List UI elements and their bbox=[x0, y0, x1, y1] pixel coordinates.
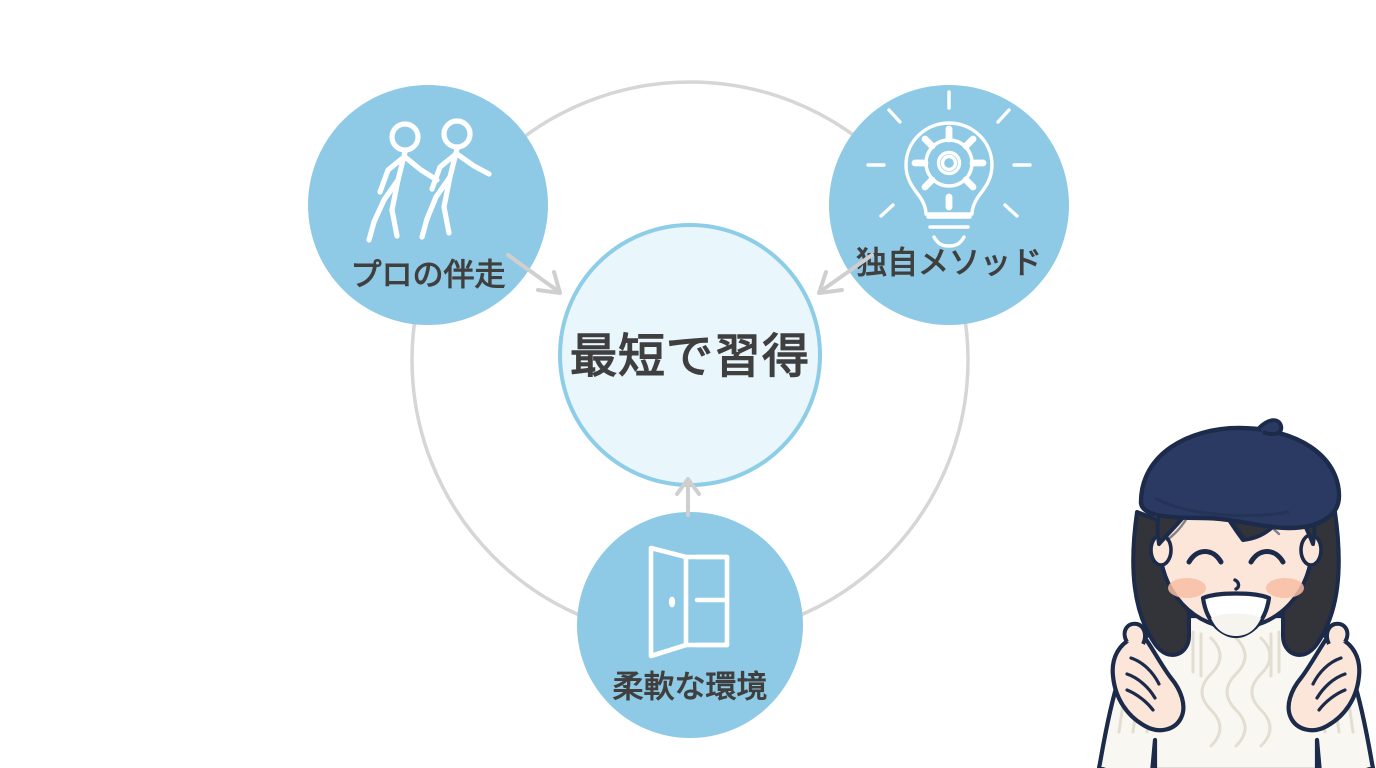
character-face-features bbox=[1168, 549, 1304, 639]
open-door-icon bbox=[648, 545, 730, 659]
arrow-pro-to-center bbox=[506, 253, 562, 295]
arrow-method-to-center bbox=[817, 253, 874, 295]
lightbulb-gear-icon bbox=[866, 90, 1032, 248]
arrow-environment-to-center bbox=[675, 477, 701, 517]
character-beret bbox=[1138, 418, 1342, 531]
node-label-original-method: 独自メソッド bbox=[856, 246, 1042, 282]
character-right-hand-finger-heart bbox=[1286, 621, 1362, 733]
node-circle-pro-support[interactable] bbox=[308, 85, 548, 325]
node-circle-flexible-environment[interactable] bbox=[577, 512, 803, 738]
character-left-hand-finger-heart bbox=[1110, 621, 1186, 733]
two-walking-people-icon bbox=[366, 118, 492, 243]
node-label-flexible-environment: 柔軟な環境 bbox=[613, 670, 768, 706]
center-label: 最短で習得 bbox=[570, 330, 810, 385]
node-label-pro-support: プロの伴走 bbox=[351, 258, 506, 294]
